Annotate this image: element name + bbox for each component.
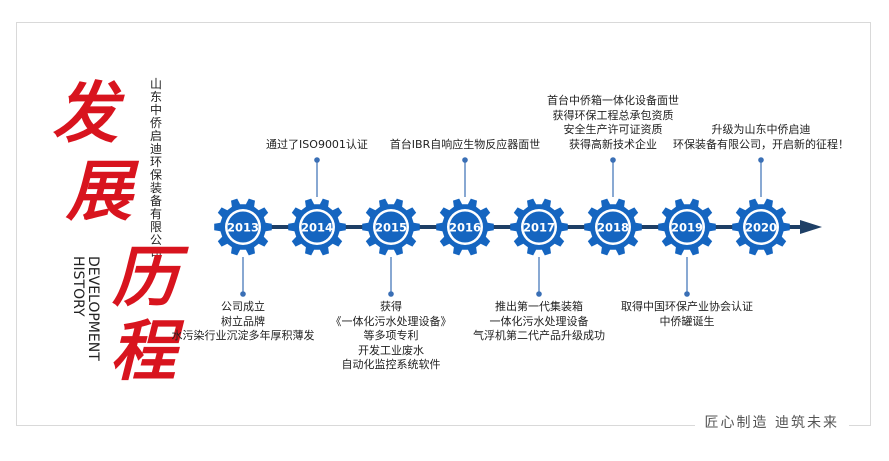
milestone-year-2018: 2018 [597, 221, 629, 235]
connector-dot [462, 157, 468, 163]
milestone-year-2020: 2020 [745, 221, 777, 235]
milestone-year-2016: 2016 [449, 221, 481, 235]
event-line: 树立品牌 [221, 314, 265, 328]
milestone-year-2017: 2017 [523, 221, 555, 235]
milestone-year-2013: 2013 [227, 221, 259, 235]
milestone-gear-2018: 2018 [584, 157, 642, 256]
gear-hub [227, 211, 259, 243]
milestone-year-2019: 2019 [671, 221, 703, 235]
gear-hub [745, 211, 777, 243]
gear-hub [301, 211, 333, 243]
milestone-event-2017: 推出第一代集装箱一体化污水处理设备气浮机第二代产品升级成功 [473, 300, 605, 344]
milestone-gear-2020: 2020 [732, 157, 790, 256]
event-line: 公司成立 [221, 300, 265, 313]
connector-dot [314, 157, 320, 163]
milestone-gear-2017: 2017 [510, 198, 568, 297]
event-line: 首台中侨箱一体化设备面世 [547, 94, 679, 107]
event-line: 取得中国环保产业协会认证 [621, 300, 753, 313]
event-line: 自动化监控系统软件 [341, 358, 441, 371]
connector-dot [684, 291, 690, 297]
milestone-gear-2014: 2014 [288, 157, 346, 256]
milestone-gear-2013: 2013 [214, 198, 272, 297]
milestone-gear-2015: 2015 [362, 198, 420, 297]
title-char-1: 发 [52, 74, 118, 152]
event-line: 推出第一代集装箱 [495, 300, 583, 313]
event-line: 获得环保工程总承包资质 [552, 108, 674, 122]
milestone-event-2020: 升级为山东中侨启迪环保装备有限公司，开启新的征程！ [673, 123, 849, 152]
milestone-gear-2016: 2016 [436, 157, 494, 256]
gear-hub [671, 211, 703, 243]
event-line: 等多项专利 [363, 329, 419, 342]
connector-dot [610, 157, 616, 163]
axis-arrow [800, 220, 822, 234]
title-char-4: 程 [110, 312, 176, 390]
event-line: 安全生产许可证资质 [563, 123, 663, 136]
gear-hub [449, 211, 481, 243]
event-line: 《一体化污水处理设备》 [330, 314, 452, 328]
milestone-year-2014: 2014 [301, 221, 333, 235]
connector-dot [758, 157, 764, 163]
gear-hub [375, 211, 407, 243]
gear-hub [523, 211, 555, 243]
milestone-year-2015: 2015 [375, 221, 407, 235]
milestone-event-2019: 取得中国环保产业协会认证中侨罐诞生 [621, 300, 753, 329]
event-line: 水污染行业沉淀多年厚积薄发 [171, 329, 315, 342]
milestone-event-2014: 通过了ISO9001认证 [266, 138, 368, 153]
connector-dot [388, 291, 394, 297]
connector-dot [536, 291, 542, 297]
event-line: 中侨罐诞生 [659, 314, 715, 328]
connector-dot [240, 291, 246, 297]
event-line: 首台IBR自响应生物反应器面世 [389, 137, 541, 151]
title-char-3: 历 [112, 238, 178, 316]
event-line: 升级为山东中侨启迪 [711, 123, 811, 136]
event-line: 获得高新技术企业 [569, 137, 657, 151]
event-line: 气浮机第二代产品升级成功 [473, 329, 605, 342]
milestone-event-2013: 公司成立树立品牌水污染行业沉淀多年厚积薄发 [172, 300, 315, 344]
company-name: 山东中侨启迪环保装备有限公司 [149, 77, 162, 260]
footer-slogan: 匠心制造 迪筑未来 [694, 412, 849, 432]
event-line: 环保装备有限公司，开启新的征程！ [673, 137, 849, 151]
event-line: 一体化污水处理设备 [489, 314, 589, 328]
milestone-event-2018: 首台中侨箱一体化设备面世获得环保工程总承包资质安全生产许可证资质获得高新技术企业 [547, 94, 679, 152]
gear-hub [597, 211, 629, 243]
event-line: 开发工业废水 [358, 343, 424, 357]
event-line: 获得 [380, 300, 402, 313]
timeline-gears: 2013 2014 2015 2016 2017 2018 2019 2020 [214, 157, 790, 297]
milestone-event-2016: 首台IBR自响应生物反应器面世 [390, 138, 540, 153]
milestone-gear-2019: 2019 [658, 198, 716, 297]
title-char-2: 展 [66, 152, 132, 230]
milestone-event-2015: 获得《一体化污水处理设备》等多项专利开发工业废水自动化监控系统软件 [331, 300, 452, 373]
event-line: 通过了ISO9001认证 [266, 137, 368, 151]
